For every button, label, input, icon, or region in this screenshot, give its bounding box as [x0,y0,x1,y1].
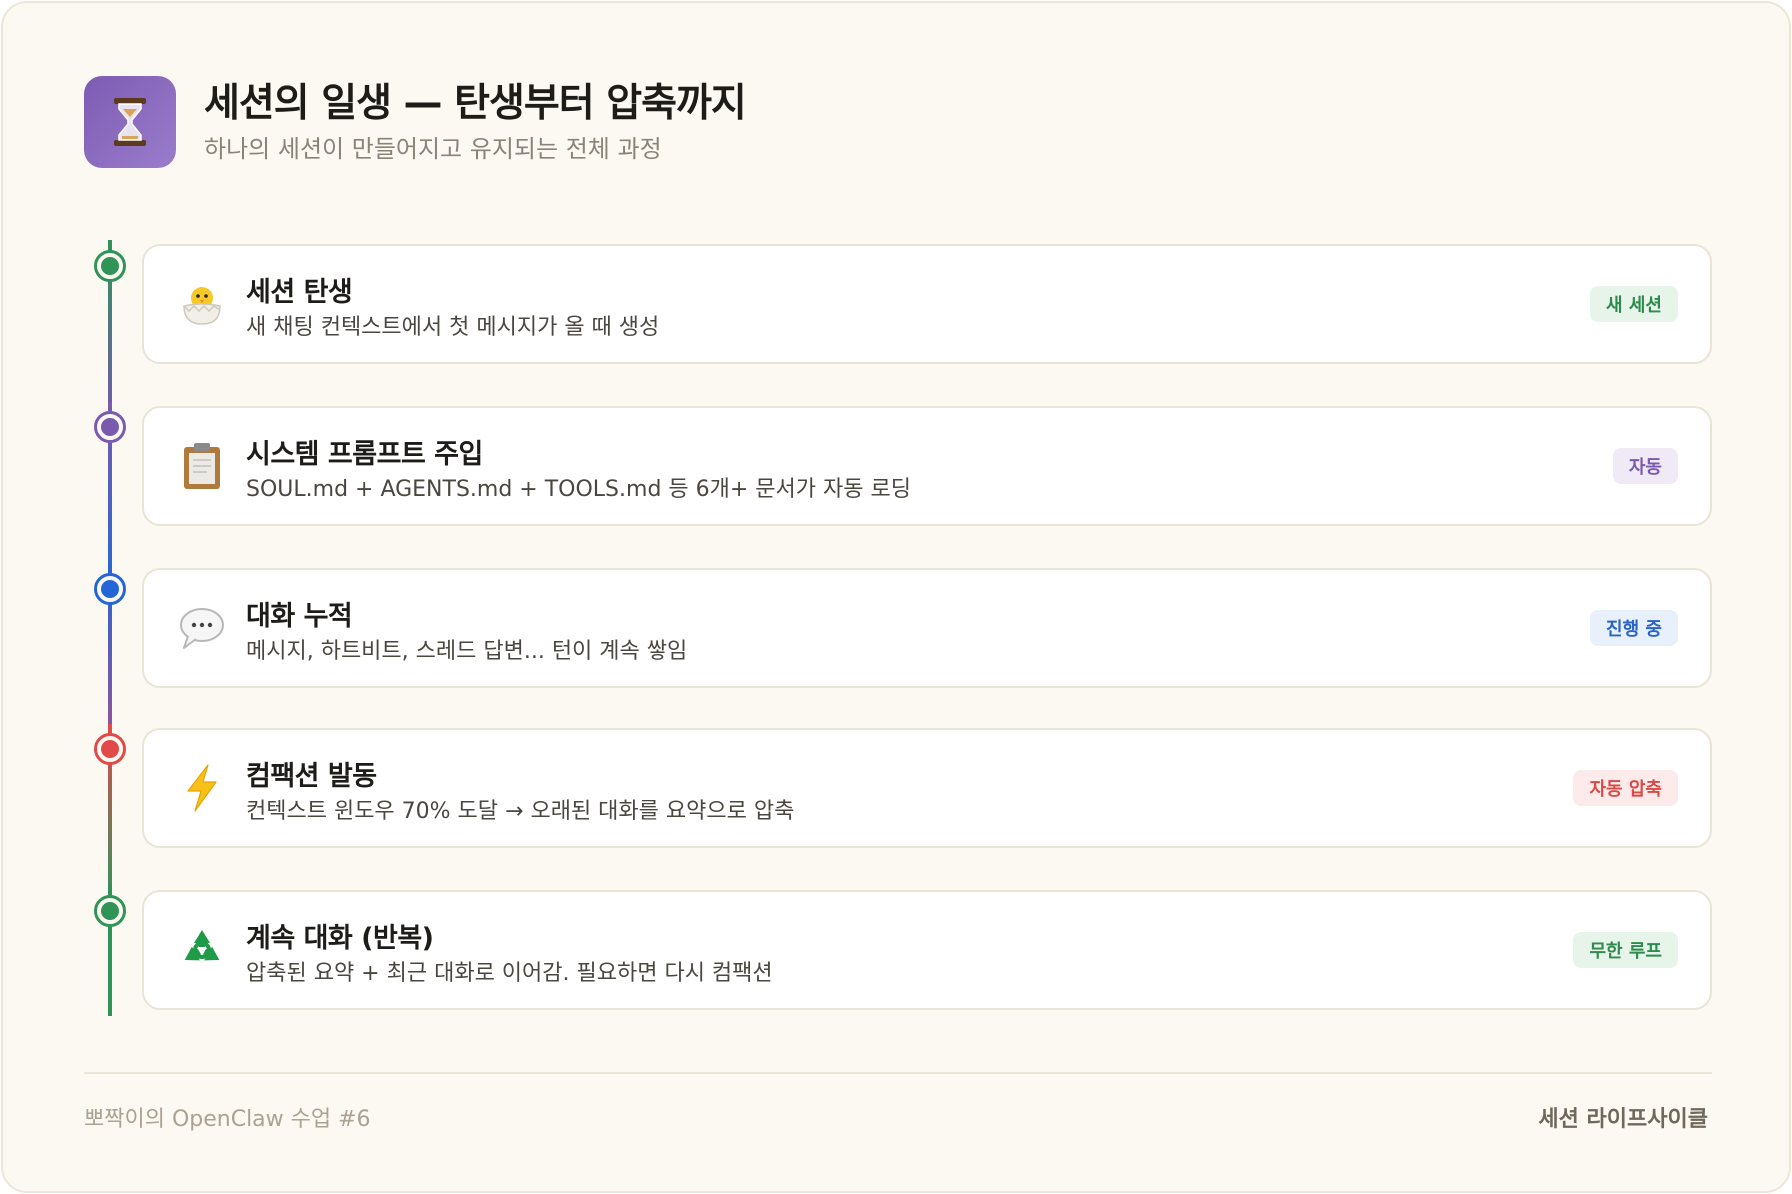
timeline-line [108,886,112,1016]
status-badge: 새 세션 [1590,286,1678,322]
footer-series-label: 뽀짝이의 OpenClaw 수업 #6 [84,1107,371,1132]
timeline-line [108,564,112,724]
footer-divider [84,1072,1712,1074]
clipboard-icon [174,438,230,494]
lightning-icon [174,760,230,816]
speech-bubble-icon [174,600,230,656]
timeline-dot [94,733,126,765]
step-card-continue-conversation: 계속 대화 (반복) 압축된 요약 + 최근 대화로 이어감. 필요하면 다시 … [142,890,1712,1010]
step-description: 컨텍스트 윈도우 70% 도달 → 오래된 대화를 요약으로 압축 [246,799,795,824]
status-badge: 자동 압축 [1573,770,1678,806]
step-title: 대화 누적 [246,601,353,632]
page-title: 세션의 일생 — 탄생부터 압축까지 [204,81,747,126]
step-card-session-birth: 세션 탄생 새 채팅 컨텍스트에서 첫 메시지가 올 때 생성 새 세션 [142,244,1712,364]
step-card-conversation-accumulation: 대화 누적 메시지, 하트비트, 스레드 답변... 턴이 계속 쌓임 진행 중 [142,568,1712,688]
timeline-line [108,724,112,886]
step-title: 시스템 프롬프트 주입 [246,439,483,470]
hourglass-icon [84,76,176,168]
step-title: 계속 대화 (반복) [246,923,434,954]
timeline-dot [94,250,126,282]
timeline-dot [94,895,126,927]
timeline-line [108,402,112,564]
status-badge: 진행 중 [1590,610,1678,646]
footer-topic-label: 세션 라이프사이클 [1538,1107,1708,1132]
step-card-system-prompt: 시스템 프롬프트 주입 SOUL.md + AGENTS.md + TOOLS.… [142,406,1712,526]
step-description: 메시지, 하트비트, 스레드 답변... 턴이 계속 쌓임 [246,639,688,664]
timeline-dot [94,411,126,443]
recycle-icon [174,922,230,978]
step-card-compaction: 컴팩션 발동 컨텍스트 윈도우 70% 도달 → 오래된 대화를 요약으로 압축… [142,728,1712,848]
step-description: SOUL.md + AGENTS.md + TOOLS.md 등 6개+ 문서가… [246,477,911,502]
page-subtitle: 하나의 세션이 만들어지고 유지되는 전체 과정 [204,135,662,163]
status-badge: 자동 [1612,448,1678,484]
step-description: 새 채팅 컨텍스트에서 첫 메시지가 올 때 생성 [246,315,660,340]
hatching-chick-icon [174,276,230,332]
step-title: 컴팩션 발동 [246,761,377,792]
step-description: 압축된 요약 + 최근 대화로 이어감. 필요하면 다시 컴팩션 [246,961,773,986]
timeline-dot [94,573,126,605]
status-badge: 무한 루프 [1573,932,1678,968]
timeline-line [108,240,112,402]
header: 세션의 일생 — 탄생부터 압축까지 하나의 세션이 만들어지고 유지되는 전체… [84,76,747,168]
step-title: 세션 탄생 [246,277,353,308]
